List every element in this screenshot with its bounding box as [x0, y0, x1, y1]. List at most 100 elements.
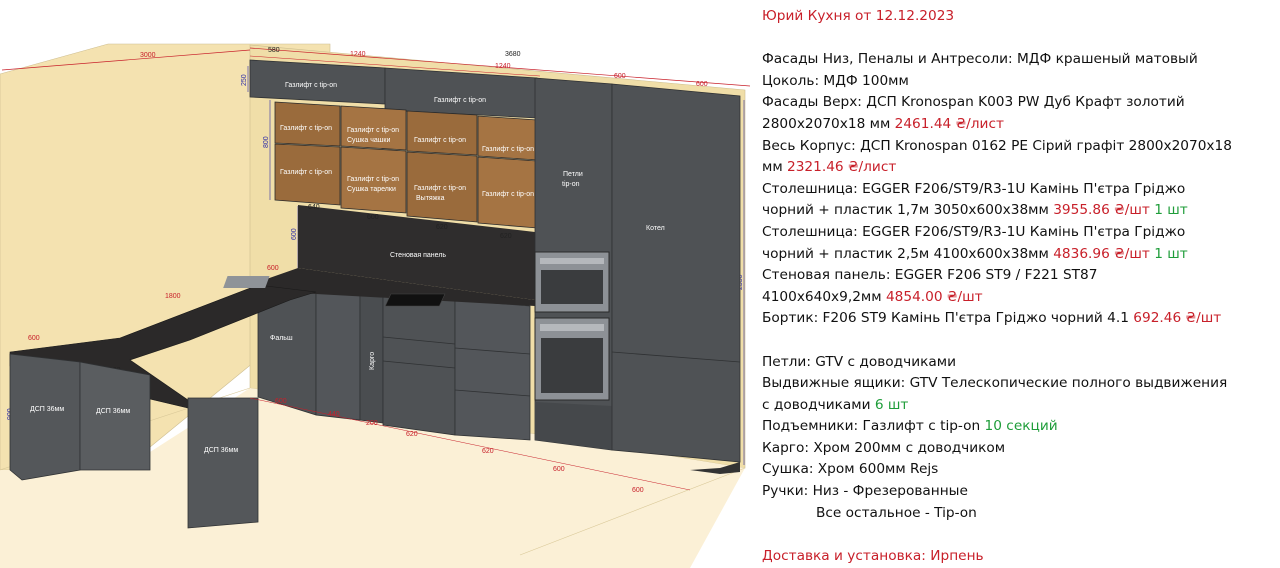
gaslift-label-1: Газлифт с tip-on — [285, 82, 337, 89]
spec-wall-panel-size: 4100x640x9,2мм 4854.00 ₴/шт — [762, 287, 1274, 309]
oak-cabinet-1 — [274, 101, 341, 147]
countertop-main — [258, 268, 535, 306]
wall-panel-label: Стеновая панель — [390, 252, 446, 259]
spec-countertop-1-size: чорний + пластик 1,7м 3050x600x38мм 3955… — [762, 200, 1274, 222]
dim-bottom-620-b: 620 — [482, 448, 494, 455]
kitchen-3d-drawing: 3000 580 1240 3680 1240 600 600 250 800 … — [0, 43, 751, 568]
spec-body: Весь Корпус: ДСП Kronospan 0162 PE Сірий… — [762, 137, 1232, 154]
spec-lifters: Подъемники: Газлифт с tip-on 10 секций — [762, 416, 1274, 438]
oak-cabinet-6 — [340, 146, 407, 214]
gaslift-label-10: Газлифт с tip-on — [482, 191, 534, 198]
spec-countertop-2-price: 4836.96 ₴/шт — [1053, 245, 1150, 262]
spec-facades-top-price: 2461.44 ₴/лист — [894, 115, 1004, 132]
dim-bottom-620-a: 620 — [406, 431, 418, 438]
support-right — [187, 397, 259, 529]
dim-600-peninsula: 600 — [28, 335, 40, 342]
sink — [223, 276, 270, 288]
cargo-label: Карго — [369, 352, 376, 370]
dim-bottom-600-c: 600 — [632, 487, 644, 494]
specification-panel: Юрий Кухня от 12.12.2023 Фасады Низ, Пен… — [762, 6, 1274, 564]
spec-hinges: Петли: GTV с доводчиками — [762, 353, 956, 370]
boiler-label: Котел — [646, 225, 665, 232]
spec-edge: Бортик: F206 ST9 Камінь П'єтра Гріджо чо… — [762, 308, 1274, 330]
oak-cabinet-7 — [406, 151, 478, 223]
spec-drawers-qty: 6 шт — [874, 396, 909, 413]
dim-bottom-440: 440 — [328, 411, 340, 418]
false-panel-label: Фальш — [270, 335, 293, 342]
gaslift-label-6: Газлифт с tip-on — [482, 146, 534, 153]
spec-countertop-2-size: чорний + пластик 2,5м 4100x600x38мм 4836… — [762, 244, 1274, 266]
spec-facades-top: Фасады Верх: ДСП Kronospan K003 PW Дуб К… — [762, 94, 1185, 111]
dry-plates-label: Сушка тарелки — [347, 186, 396, 193]
gaslift-label-4: Газлифт с tip-on — [347, 127, 399, 134]
spec-wall-panel-price: 4854.00 ₴/шт — [885, 288, 983, 305]
base-cabinet-5 — [454, 299, 531, 441]
dsp-label-1: ДСП 36мм — [30, 406, 64, 413]
gaslift-label-7: Газлифт с tip-on — [280, 169, 332, 176]
spec-body-size: мм 2321.46 ₴/лист — [762, 157, 1274, 179]
spec-countertop-2: Столешница: EGGER F206/ST9/R3-1U Камінь … — [762, 223, 1186, 240]
gaslift-label-5: Газлифт с tip-on — [414, 137, 466, 144]
dim-620-upper-a: 620 — [436, 224, 448, 231]
dry-cups-label: Сушка чашки — [347, 137, 390, 144]
oak-cabinet-2 — [340, 105, 407, 151]
spec-edge-text: Бортик: F206 ST9 Камінь П'єтра Гріджо чо… — [762, 310, 1134, 327]
base-cabinet-2 — [315, 289, 361, 421]
support-mid — [79, 361, 151, 471]
tall-cabinet-boiler — [611, 83, 741, 463]
spec-countertop-1-price: 3955.86 ₴/шт — [1053, 202, 1150, 219]
spec-drawers-qty-line: с доводчиками 6 шт — [762, 395, 1274, 417]
spec-title: Юрий Кухня от 12.12.2023 — [762, 8, 955, 24]
spec-body-price: 2321.46 ₴/лист — [787, 159, 897, 176]
wall-panel — [298, 205, 535, 300]
spec-countertop-1: Столешница: EGGER F206/ST9/R3-1U Камінь … — [762, 180, 1186, 197]
dim-600-upper: 600 — [367, 214, 379, 221]
spec-countertop-1-qty: 1 шт — [1149, 202, 1188, 219]
dim-bottom-200: 200 — [366, 420, 378, 427]
spec-facades-top-size-text: 2800x2070x18 мм — [762, 115, 895, 132]
dim-bottom-600-a: 600 — [275, 398, 287, 405]
spec-countertop-2-qty: 1 шт — [1149, 245, 1188, 262]
spec-drawers: Выдвижные ящики: GTV Телескопические пол… — [762, 375, 1228, 392]
dim-600-vert: 600 — [291, 228, 298, 240]
spec-edge-price: 692.46 ₴/шт — [1133, 310, 1222, 327]
spec-plinth: Цоколь: МДФ 100мм — [762, 72, 909, 89]
oak-cabinet-5 — [274, 143, 341, 206]
hinges-label-1: Петли — [563, 171, 583, 178]
gaslift-label-2: Газлифт с tip-on — [434, 97, 486, 104]
floor — [0, 388, 745, 568]
hinges-label-2: tip-on — [562, 181, 580, 188]
spec-lifters-text: Подъемники: Газлифт с tip-on — [762, 418, 985, 435]
spec-cargo: Карго: Хром 200мм с доводчиком — [762, 439, 1006, 456]
dsp-label-2: ДСП 36мм — [96, 408, 130, 415]
dim-1240-top: 1240 — [350, 51, 366, 58]
dim-3680: 3680 — [505, 51, 521, 58]
spec-countertop-2-text: чорний + пластик 2,5м 4100x600x38мм — [762, 245, 1054, 262]
hood-label: Вытяжка — [416, 195, 445, 202]
gaslift-label-3: Газлифт с tip-on — [280, 125, 332, 132]
dim-1240-second: 1240 — [495, 63, 511, 70]
dim-600-top-a: 600 — [614, 73, 626, 80]
spec-wall-panel: Стеновая панель: EGGER F206 ST9 / F221 S… — [762, 267, 1098, 284]
spec-wall-panel-text: 4100x640x9,2мм — [762, 288, 886, 305]
spec-lifters-qty: 10 секций — [984, 418, 1058, 435]
dim-800: 800 — [263, 136, 270, 148]
oak-cabinet-4 — [477, 115, 538, 161]
spec-drawers-closer: с доводчиками — [762, 396, 875, 413]
dim-640: 640 — [308, 204, 320, 211]
spec-facades-top-size: 2800x2070x18 мм 2461.44 ₴/лист — [762, 114, 1274, 136]
dim-bottom-600-b: 600 — [553, 466, 565, 473]
spec-body-unit: мм — [762, 159, 788, 176]
dim-600-top-b: 600 — [696, 81, 708, 88]
dim-250: 250 — [241, 74, 248, 86]
dsp-label-3: ДСП 36мм — [204, 447, 238, 454]
dim-580: 580 — [268, 47, 280, 54]
spec-handles-rest: Все остальное - Tip-on — [816, 504, 977, 521]
hob — [384, 293, 446, 307]
spec-delivery: Доставка и установка: Ирпень — [762, 547, 984, 564]
dim-1800: 1800 — [165, 293, 181, 300]
oak-cabinet-3 — [406, 110, 478, 156]
dim-600-counter: 600 — [267, 265, 279, 272]
dim-620-upper-b: 620 — [500, 233, 512, 240]
spec-handles: Ручки: Низ - Фрезерованные — [762, 483, 968, 500]
